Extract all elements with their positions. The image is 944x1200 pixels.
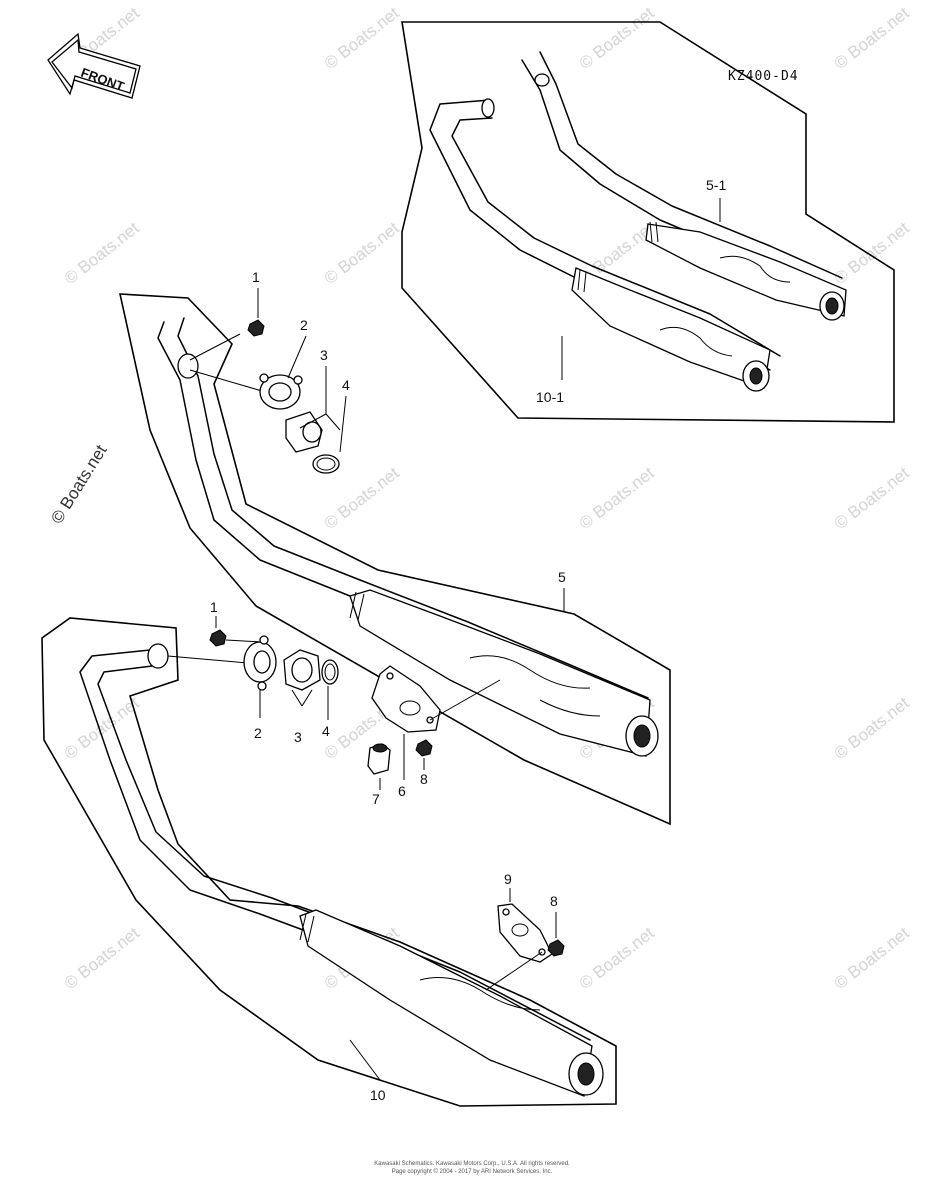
- watermark: © Boats.net: [831, 3, 913, 73]
- callout-3-lower: 3: [294, 729, 302, 745]
- watermark: © Boats.net: [831, 693, 913, 763]
- bracket-9: [497, 903, 553, 963]
- watermark: © Boats.net: [576, 463, 658, 533]
- watermark: © Boats.net: [576, 3, 658, 73]
- muffler-5-group: 5 1 2 3 4: [118, 269, 671, 826]
- bracket-assembly-6: 7 6 8: [367, 665, 501, 807]
- diagram-code: KZ400-D4: [728, 69, 799, 84]
- nut-1-upper: [247, 319, 265, 337]
- muffler-5-pipe: [157, 321, 641, 717]
- watermark: © Boats.net: [831, 218, 913, 288]
- holder-3-lower: [283, 649, 321, 691]
- watermark: © Boats.net: [61, 693, 143, 763]
- callout-10-1: 10-1: [536, 389, 564, 405]
- callout-2-lower: 2: [254, 725, 262, 741]
- flange-2-lower: [243, 635, 277, 691]
- muffler-10-inlet: [147, 643, 169, 669]
- watermark: © Boats.net: [321, 3, 403, 73]
- watermark: © Boats.net: [576, 923, 658, 993]
- watermark: © Boats.net: [831, 463, 913, 533]
- watermark: © Boats.net: [321, 218, 403, 288]
- nut-1-lower: [209, 629, 227, 647]
- footer-line-2: Page copyright © 2004 - 2017 by ARI Netw…: [392, 1168, 553, 1175]
- callout-10: 10: [370, 1087, 386, 1103]
- muffler-5-inlet: [177, 353, 199, 379]
- callout-5: 5: [558, 569, 566, 585]
- watermark: © Boats.net: [61, 218, 143, 288]
- watermark: © Boats.net: [321, 463, 403, 533]
- flange-2-upper: [259, 373, 303, 410]
- callout-4-lower: 4: [322, 723, 330, 739]
- muffler-5-outline: [118, 293, 671, 826]
- holder-3-upper: [285, 411, 323, 453]
- callout-3-upper: 3: [320, 347, 328, 363]
- callout-8-a: 8: [420, 771, 428, 787]
- callout-5-1: 5-1: [706, 177, 726, 193]
- muffler-10-1: [429, 98, 781, 392]
- callout-2-upper: 2: [300, 317, 308, 333]
- bracket-6: [371, 665, 441, 733]
- muffler-10-group: 10 1 2 3 4 9: [41, 599, 617, 1107]
- inset-group: 5-1 10-1: [401, 21, 895, 423]
- ring-4-lower: [321, 659, 339, 685]
- nut-8-a: [415, 739, 433, 757]
- inset-outline: [401, 21, 895, 423]
- nut-8-b: [547, 939, 565, 957]
- muffler-10-outline: [41, 617, 617, 1107]
- callout-4-upper: 4: [342, 377, 350, 393]
- footer-line-1: Kawasaki Schematics. Kawasaki Motors Cor…: [374, 1161, 570, 1167]
- callout-1-upper: 1: [252, 269, 260, 285]
- callout-6: 6: [398, 783, 406, 799]
- watermark: © Boats.net: [831, 923, 913, 993]
- watermark-side: © Boats.net: [47, 441, 110, 527]
- watermark: © Boats.net: [61, 923, 143, 993]
- callout-9: 9: [504, 871, 512, 887]
- callout-7: 7: [372, 791, 380, 807]
- callout-1-lower: 1: [210, 599, 218, 615]
- callout-8-b: 8: [550, 893, 558, 909]
- muffler-5-1: [521, 51, 847, 321]
